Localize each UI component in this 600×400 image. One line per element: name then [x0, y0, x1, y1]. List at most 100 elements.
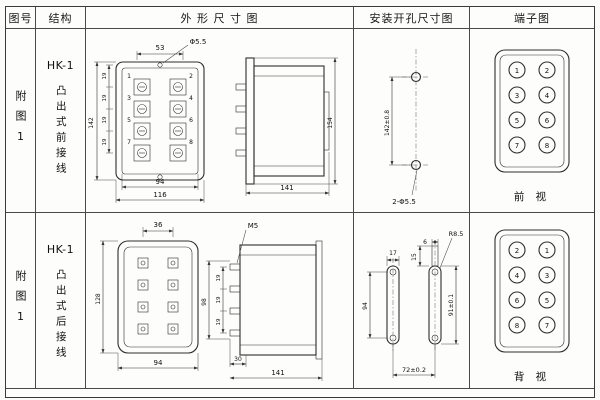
header-cell-outline: 外 形 尺 寸 图 [86, 7, 354, 29]
terminal-cell-row2: 2 1 4 3 6 5 8 7 背 视 [470, 213, 594, 389]
outline-drawing-front-wiring: 1 2 3 4 5 6 7 8 53 Φ5.5 142 [88, 38, 338, 203]
structure-cell-row2: HK-1 凸出式后接线 [36, 213, 86, 389]
terminal-number-5: 5 [127, 117, 131, 124]
relay-side-view [235, 56, 329, 185]
front-terminal-r2c2: 4 [545, 91, 550, 99]
front-terminal-r4c2: 8 [545, 141, 549, 149]
spec-table: 图号 结构 外 形 尺 寸 图 安装开孔尺寸图 端子图 附图1 HK-1 凸出式… [5, 6, 595, 398]
outline-drawing-rear-wiring: 36 128 94 M5 [95, 221, 322, 381]
terminal-number-1: 1 [127, 73, 131, 80]
header-figure-label: 图号 [8, 11, 33, 25]
header-cell-terminal: 端子图 [470, 7, 594, 29]
outline-cell-row1: 1 2 3 4 5 6 7 8 53 Φ5.5 142 [86, 29, 354, 213]
terminal-block-inner [499, 54, 565, 167]
dim-slot-width: 17 [389, 250, 397, 257]
dim-pitch-4: 19 [102, 138, 108, 145]
dim-hole-spacing: 142±0.8 [384, 109, 391, 135]
view-label-front: 前 视 [513, 190, 551, 203]
radius-callout: R8.5 [448, 230, 463, 238]
back-terminal-r3c1: 6 [515, 296, 520, 304]
front-terminal-r2c1: 3 [515, 91, 519, 99]
header-cell-mounting: 安装开孔尺寸图 [354, 7, 470, 29]
rear-terminal-grid [137, 257, 178, 334]
dim-stud-depth: 30 [234, 356, 242, 363]
front-terminal-r4c1: 7 [515, 141, 519, 149]
dim-outer-width: 116 [153, 191, 167, 199]
figure-cell-row1: 附图1 [6, 29, 36, 213]
dim-rear-pitch-2: 19 [216, 296, 222, 303]
dim-rear-pitch-3: 19 [216, 318, 222, 325]
dim-rear-pitch-1: 19 [216, 274, 222, 281]
header-outline-label: 外 形 尺 寸 图 [180, 11, 259, 25]
screw-callout: M5 [247, 222, 258, 230]
mount-hole-upper [410, 71, 421, 82]
front-terminal-r3c1: 5 [515, 116, 519, 124]
figure-label-row1: 附图1 [14, 89, 27, 152]
dim-pitch-3: 19 [102, 116, 108, 123]
terminal-grid [133, 78, 186, 161]
dim-slot-spacing-vertical: 94 [362, 302, 369, 310]
dim-slot-length: 91±0.1 [448, 293, 455, 315]
relay-front-face [121, 67, 198, 174]
dim-tab-width: 6 [423, 239, 427, 246]
front-terminal-r3c2: 6 [545, 116, 550, 124]
back-terminal-r1c1: 2 [515, 246, 519, 254]
mount-hole-top [157, 61, 163, 67]
structure-desc-row1: 凸出式前接线 [54, 85, 67, 178]
front-terminal-r1c2: 2 [545, 66, 549, 74]
table-bottom-strip [6, 389, 594, 397]
mount-hole-lower [410, 159, 421, 170]
dim-stud-span: 98 [201, 298, 208, 306]
mounting-drawing-front-wiring: 142±0.8 2-Φ5.5 [384, 48, 430, 206]
back-terminal-r2c2: 3 [545, 271, 549, 279]
back-terminal-r4c2: 7 [545, 321, 549, 329]
terminal-diagram-front: 1 2 3 4 5 6 7 8 [494, 48, 570, 173]
mounting-cell-row2: 17 6 15 R8.5 94 72±0.2 [354, 213, 470, 389]
dim-inner-width: 94 [155, 178, 164, 186]
terminal-number-3: 3 [127, 95, 131, 102]
terminal-number-7: 7 [127, 139, 131, 146]
hole-callout-label: Φ5.5 [189, 38, 206, 46]
dim-rear-width: 94 [153, 359, 162, 367]
front-terminal-r1c1: 1 [515, 66, 519, 74]
header-cell-structure: 结构 [36, 7, 86, 29]
relay-side-view-rear [229, 240, 322, 359]
dim-pitch-1: 19 [102, 72, 108, 79]
dim-top-width: 53 [155, 44, 164, 52]
structure-desc-row2: 凸出式后接线 [54, 269, 67, 362]
dim-tab-length: 15 [411, 253, 418, 261]
figure-cell-row2: 附图1 [6, 213, 36, 389]
dim-side-depth: 141 [280, 184, 293, 192]
outline-cell-row2: 36 128 94 M5 [86, 213, 354, 389]
view-label-back: 背 视 [513, 370, 551, 383]
terminal-number-2: 2 [189, 73, 193, 80]
dim-overall-height: 142 [88, 117, 95, 129]
relay-rear-face [123, 246, 192, 347]
dim-rear-depth: 141 [271, 369, 284, 377]
terminal-number-6: 6 [189, 117, 193, 124]
mount-tab [431, 245, 438, 266]
header-cell-figure: 图号 [6, 7, 36, 29]
mount-hole-callout: 2-Φ5.5 [392, 198, 416, 206]
figure-label-row2: 附图1 [14, 269, 27, 332]
mounting-drawing-rear-wiring: 17 6 15 R8.5 94 72±0.2 [362, 230, 463, 378]
back-terminal-r4c1: 8 [515, 321, 519, 329]
dim-side-height: 154 [327, 117, 334, 129]
back-terminal-r3c2: 5 [545, 296, 549, 304]
back-terminal-r2c1: 4 [515, 271, 520, 279]
header-mounting-label: 安装开孔尺寸图 [369, 11, 454, 25]
header-terminal-label: 端子图 [514, 11, 550, 25]
terminal-block-outline [494, 48, 570, 173]
terminal-cell-row1: 1 2 3 4 5 6 7 8 前 视 [470, 29, 594, 213]
terminal-block-outline-back [494, 228, 570, 353]
dim-rear-top: 36 [153, 221, 162, 229]
terminal-number-8: 8 [189, 139, 193, 146]
mount-hole-bottom [157, 174, 163, 180]
terminal-diagram-back: 2 1 4 3 6 5 8 7 [494, 228, 570, 353]
dim-pitch-2: 19 [102, 94, 108, 101]
structure-cell-row1: HK-1 凸出式前接线 [36, 29, 86, 213]
relay-rear-outline [116, 239, 199, 354]
dim-slot-spacing-horizontal: 72±0.2 [401, 366, 425, 374]
back-terminal-r1c2: 1 [545, 246, 549, 254]
